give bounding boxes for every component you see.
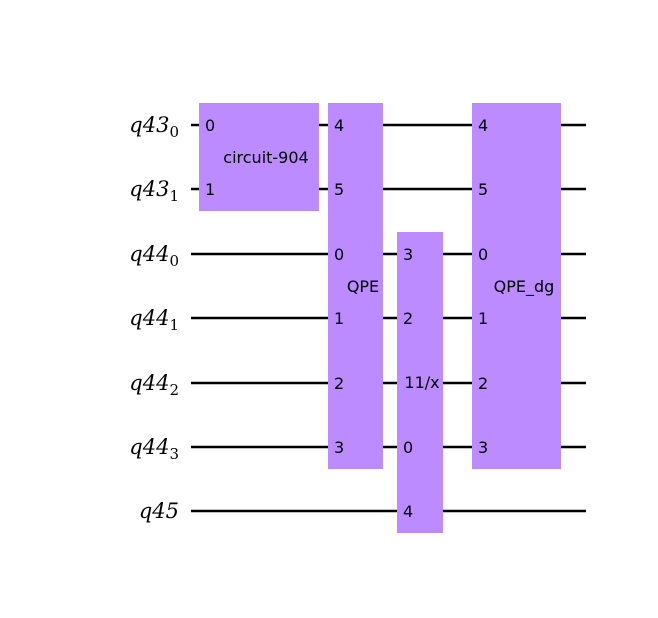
qubit-label-base: q45 <box>139 499 179 523</box>
qpe-dg-gate: QPE_dg 4 5 0 1 2 3 <box>472 103 561 469</box>
qubit-label-q43_0: q430 <box>129 113 179 141</box>
qpe-dg-gate-pin-label: 5 <box>478 180 488 199</box>
qubit-label-base: q43 <box>129 177 169 201</box>
inverse-x-gate-pin-label: 3 <box>403 245 413 264</box>
inverse-x-gate-pin-label: 0 <box>403 438 413 457</box>
qubit-label-base: q44 <box>129 242 169 266</box>
qubit-label-base: q43 <box>129 113 169 137</box>
inverse-x-gate: 11/x 3 2 0 4 <box>397 232 443 533</box>
circuit-904-gate: circuit-904 0 1 <box>199 103 319 211</box>
circuit-904-gate-label: circuit-904 <box>223 148 308 167</box>
qubit-label-subscript: 0 <box>169 123 179 141</box>
qubit-label-subscript: 2 <box>169 381 179 399</box>
qpe-dg-gate-pin-label: 2 <box>478 374 488 393</box>
qubit-label-subscript: 3 <box>169 445 179 463</box>
qubit-label-base: q44 <box>129 371 169 395</box>
qubit-label-subscript: 1 <box>169 187 179 205</box>
qubit-label-q44_3: q443 <box>129 435 179 463</box>
circuit-904-gate-box <box>199 103 319 211</box>
qubit-label-subscript: 1 <box>169 316 179 334</box>
qubit-label-q44_0: q440 <box>129 242 179 270</box>
qpe-gate-pin-label: 1 <box>334 309 344 328</box>
qpe-gate-pin-label: 5 <box>334 180 344 199</box>
qpe-dg-gate-pin-label: 0 <box>478 245 488 264</box>
qubit-label-base: q44 <box>129 435 169 459</box>
qpe-dg-gate-label: QPE_dg <box>494 277 555 297</box>
circuit-904-gate-pin-label: 1 <box>205 180 215 199</box>
qpe-dg-gate-box <box>472 103 561 469</box>
circuit-904-gate-pin-label: 0 <box>205 116 215 135</box>
qubit-label-q44_2: q442 <box>129 371 179 399</box>
inverse-x-gate-box <box>397 232 443 533</box>
qubit-label-base: q44 <box>129 306 169 330</box>
qpe-gate-pin-label: 3 <box>334 438 344 457</box>
qpe-gate-pin-label: 2 <box>334 374 344 393</box>
qpe-gate: QPE 4 5 0 1 2 3 <box>328 103 383 469</box>
qubit-label-q45: q45 <box>139 499 179 523</box>
qpe-gate-box <box>328 103 383 469</box>
gates: circuit-90401QPE45012311/x3204QPE_dg4501… <box>199 103 561 533</box>
inverse-x-gate-pin-label: 4 <box>403 502 413 521</box>
qubit-label-q43_1: q431 <box>129 177 179 205</box>
qpe-gate-pin-label: 0 <box>334 245 344 264</box>
qpe-gate-label: QPE <box>347 277 379 296</box>
inverse-x-gate-label: 11/x <box>404 373 439 392</box>
qubit-label-subscript: 0 <box>169 252 179 270</box>
qpe-gate-pin-label: 4 <box>334 116 344 135</box>
qubit-label-q44_1: q441 <box>129 306 179 334</box>
qpe-dg-gate-pin-label: 1 <box>478 309 488 328</box>
inverse-x-gate-pin-label: 2 <box>403 309 413 328</box>
qpe-dg-gate-pin-label: 3 <box>478 438 488 457</box>
qpe-dg-gate-pin-label: 4 <box>478 116 488 135</box>
